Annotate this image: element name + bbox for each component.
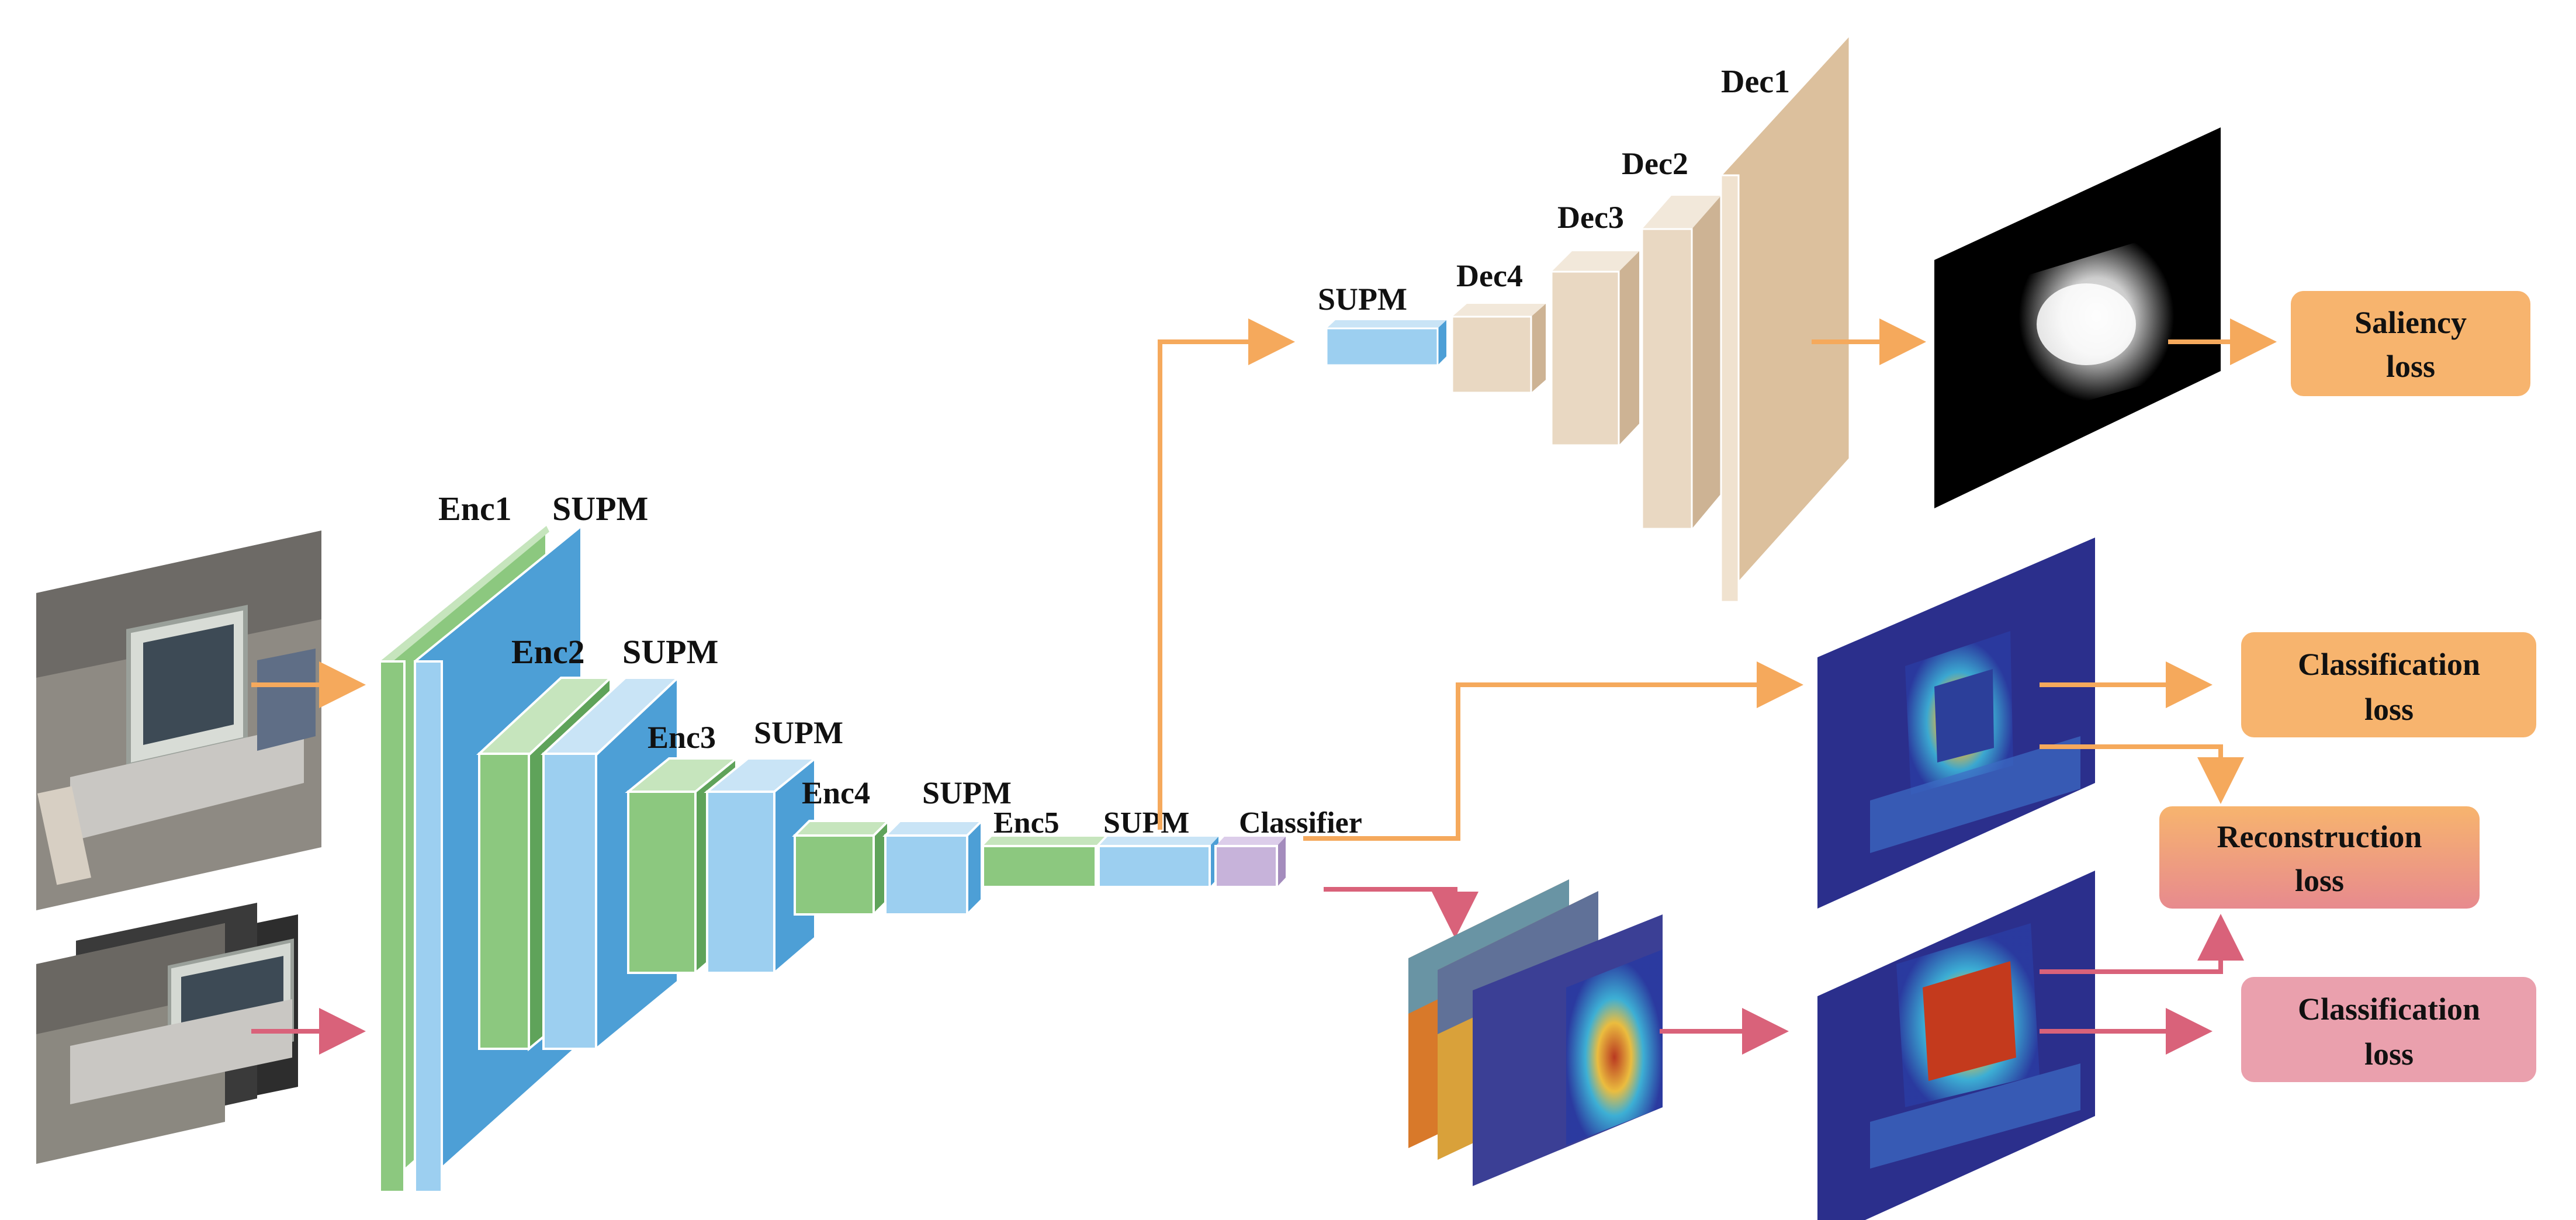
reconstruction-loss-box: Reconstruction loss bbox=[2159, 806, 2480, 909]
enc5-block bbox=[982, 837, 1105, 888]
arrow-classifier-to-cam-top bbox=[1303, 661, 1803, 841]
dec3-block bbox=[1550, 251, 1639, 446]
arrow-cam-top-to-recon-loss bbox=[2040, 744, 2244, 804]
saliency-map-image bbox=[1934, 127, 2221, 508]
enc3-supm-block bbox=[704, 755, 819, 976]
label-enc2: Enc2 bbox=[511, 633, 585, 671]
recon-loss-line2: loss bbox=[2295, 863, 2344, 898]
label-enc2-supm: SUPM bbox=[622, 633, 718, 671]
cam-bottom-image bbox=[1817, 871, 2095, 1220]
label-enc5: Enc5 bbox=[993, 806, 1060, 840]
dec1-block bbox=[1720, 33, 1851, 604]
arrow-classifier-to-cam-stack bbox=[1324, 887, 1479, 938]
label-dec1: Dec1 bbox=[1721, 64, 1790, 100]
classifier-block bbox=[1214, 837, 1286, 888]
label-enc3: Enc3 bbox=[648, 720, 716, 755]
label-enc4: Enc4 bbox=[802, 775, 870, 810]
label-dec-supm: SUPM bbox=[1318, 282, 1407, 317]
label-enc4-supm: SUPM bbox=[922, 775, 1012, 810]
cls-loss-top-line2: loss bbox=[2364, 692, 2414, 727]
cam-stack-images bbox=[1408, 879, 1663, 1186]
enc4-supm-block bbox=[882, 818, 985, 917]
enc4-block bbox=[792, 818, 891, 917]
label-enc1-supm: SUPM bbox=[552, 490, 648, 528]
cam-top-image bbox=[1817, 538, 2095, 909]
classification-loss-top-box: Classification loss bbox=[2241, 632, 2536, 737]
cls-loss-bottom-line1: Classification bbox=[2298, 992, 2480, 1027]
label-classifier: Classifier bbox=[1239, 806, 1362, 840]
label-dec3: Dec3 bbox=[1557, 200, 1624, 235]
dec-supm-block bbox=[1325, 320, 1446, 366]
recon-loss-line1: Reconstruction bbox=[2217, 819, 2422, 854]
label-enc3-supm: SUPM bbox=[754, 715, 843, 750]
label-dec4: Dec4 bbox=[1456, 258, 1523, 293]
dec2-block bbox=[1641, 196, 1721, 530]
cls-loss-bottom-line2: loss bbox=[2364, 1037, 2414, 1072]
saliency-loss-line2: loss bbox=[2386, 349, 2435, 384]
label-enc1: Enc1 bbox=[438, 490, 512, 528]
label-dec2: Dec2 bbox=[1622, 146, 1688, 181]
cls-loss-top-line1: Classification bbox=[2298, 647, 2480, 682]
arrow-cam-bottom-to-recon-loss bbox=[2040, 914, 2244, 974]
dec4-block bbox=[1451, 304, 1546, 394]
label-enc5-supm: SUPM bbox=[1103, 806, 1189, 840]
saliency-loss-line1: Saliency bbox=[2355, 305, 2467, 340]
saliency-loss-box: Saliency loss bbox=[2291, 291, 2530, 396]
input-frame-image bbox=[36, 531, 321, 910]
enc5-supm-block bbox=[1097, 837, 1218, 888]
arrow-to-decoder bbox=[1158, 318, 1295, 830]
classification-loss-bottom-box: Classification loss bbox=[2241, 977, 2536, 1082]
